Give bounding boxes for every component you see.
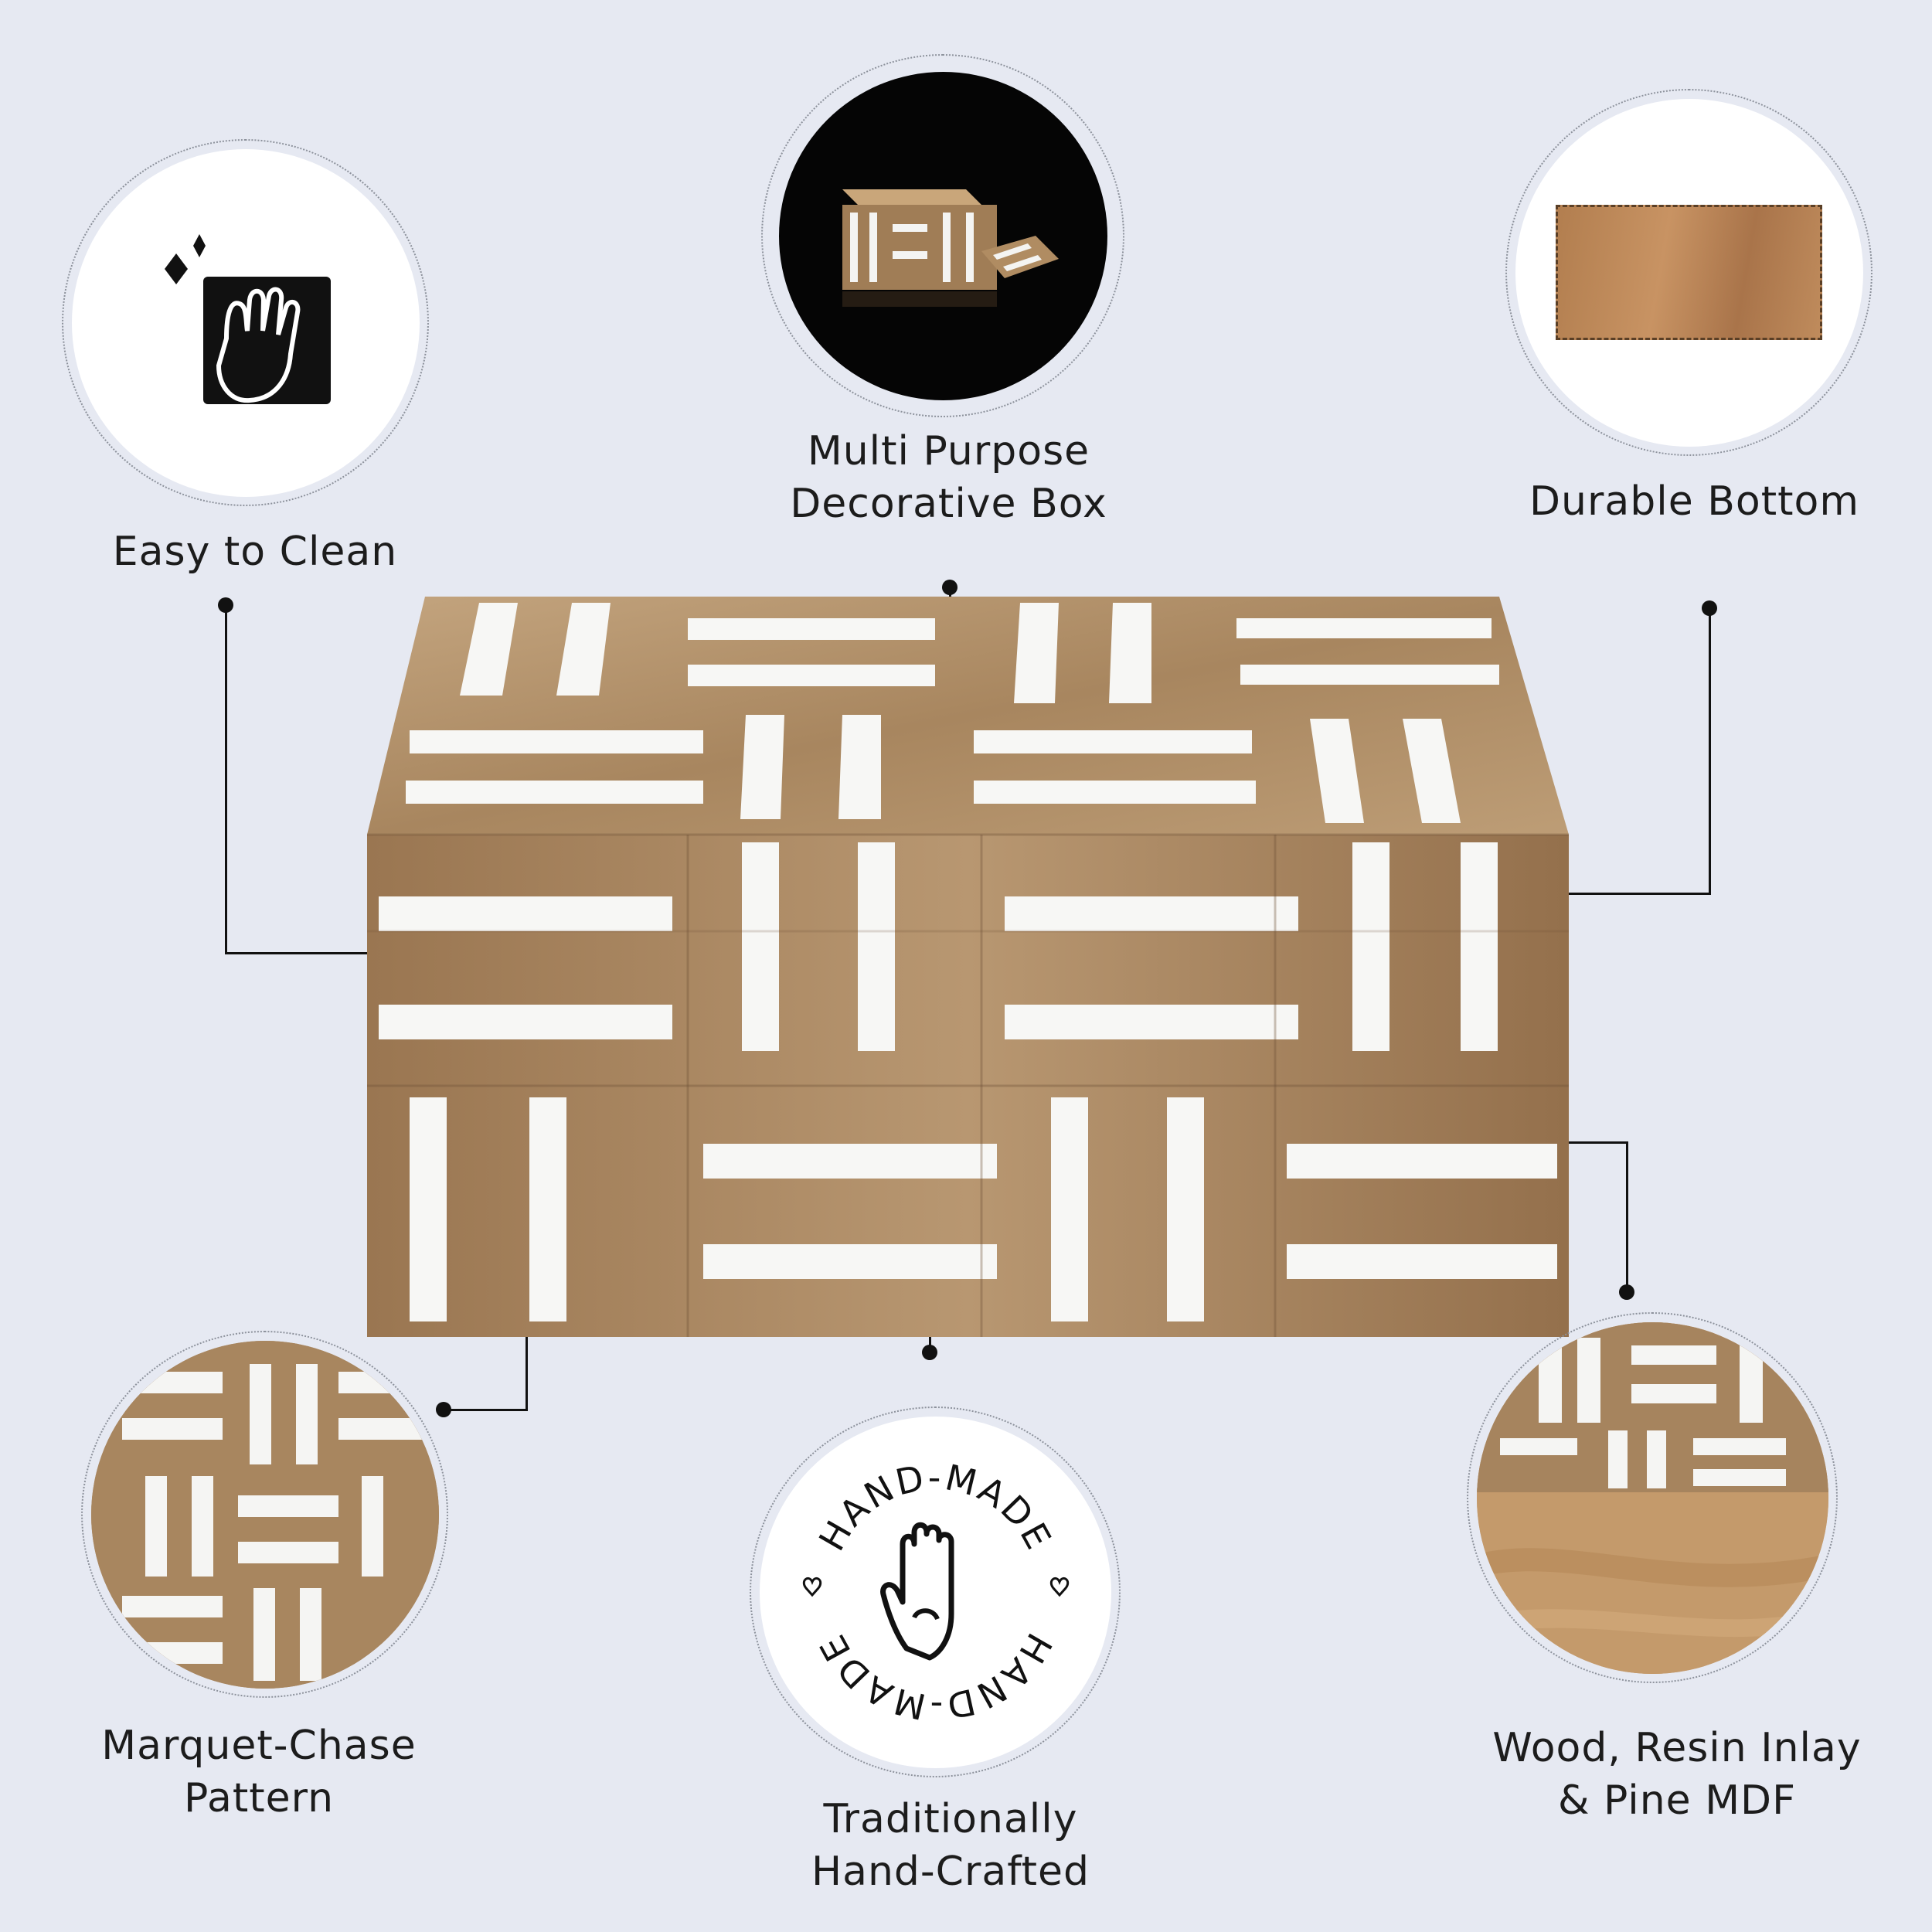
panel-seams bbox=[367, 833, 1569, 1337]
materials-label: Wood, Resin Inlay & Pine MDF bbox=[1492, 1725, 1862, 1824]
marquet-chase-disc bbox=[90, 1340, 439, 1689]
connector-dot-easy-clean bbox=[218, 597, 233, 613]
materials-disc bbox=[1476, 1321, 1828, 1674]
materials-closeup-photo bbox=[1476, 1321, 1828, 1674]
durable-bottom-disc bbox=[1515, 98, 1863, 447]
durable-bottom-circle bbox=[1505, 89, 1872, 456]
hand-crafted-label: Traditionally Hand-Crafted bbox=[811, 1796, 1090, 1895]
palm-hand-icon bbox=[879, 1522, 954, 1660]
connector-easy-clean-horizontal bbox=[225, 952, 372, 954]
hand-made-badge: HAND-MADE HAND-MADE bbox=[802, 1456, 1069, 1727]
connector-dot-hand-crafted bbox=[922, 1345, 937, 1360]
easy-clean-label: Easy to Clean bbox=[112, 529, 398, 575]
box-lid-top bbox=[367, 597, 1569, 835]
durable-bottom-label: Durable Bottom bbox=[1529, 478, 1859, 525]
heart-right-icon bbox=[1049, 1577, 1069, 1597]
materials-circle bbox=[1467, 1312, 1838, 1683]
connector-dot-marquet bbox=[436, 1402, 451, 1417]
connector-easy-clean-vertical bbox=[225, 605, 227, 953]
hand-crafted-circle: HAND-MADE HAND-MADE bbox=[750, 1406, 1121, 1777]
resin-inlay-strips bbox=[379, 603, 1557, 1321]
connector-durable-bottom-vertical bbox=[1709, 608, 1711, 894]
connector-dot-materials bbox=[1619, 1284, 1634, 1300]
easy-clean-circle bbox=[62, 139, 429, 506]
wipe-clean-icon bbox=[164, 233, 331, 404]
hand-crafted-disc: HAND-MADE HAND-MADE bbox=[759, 1416, 1111, 1768]
marquetry-box-illustration bbox=[367, 597, 1569, 1337]
connector-marquet-horizontal bbox=[444, 1409, 528, 1411]
connector-marquet-vertical bbox=[526, 1333, 528, 1410]
connector-hand-crafted-vertical bbox=[929, 1329, 931, 1352]
connector-multi-purpose-vertical bbox=[949, 587, 951, 603]
main-product-image bbox=[363, 587, 1577, 1345]
pattern-closeup-photo bbox=[90, 1340, 439, 1689]
badge-text-top: HAND-MADE bbox=[811, 1456, 1060, 1557]
durable-bottom-panel bbox=[1556, 205, 1822, 340]
multi-purpose-circle bbox=[761, 54, 1124, 417]
connector-materials-vertical bbox=[1626, 1141, 1628, 1292]
connector-dot-durable-bottom bbox=[1702, 600, 1717, 616]
marquet-chase-circle bbox=[81, 1331, 448, 1698]
open-box-photo bbox=[842, 189, 1059, 307]
connector-durable-bottom-horizontal bbox=[1569, 893, 1711, 895]
heart-left-icon bbox=[802, 1577, 821, 1597]
easy-clean-disc bbox=[71, 148, 420, 497]
multi-purpose-disc bbox=[778, 71, 1107, 400]
connector-dot-multi-purpose bbox=[942, 580, 957, 595]
marquet-chase-label: Marquet-Chase Pattern bbox=[101, 1723, 417, 1821]
badge-text-bottom: HAND-MADE bbox=[810, 1626, 1060, 1727]
multi-purpose-label: Multi Purpose Decorative Box bbox=[790, 428, 1107, 527]
connector-materials-horizontal bbox=[1538, 1141, 1628, 1144]
